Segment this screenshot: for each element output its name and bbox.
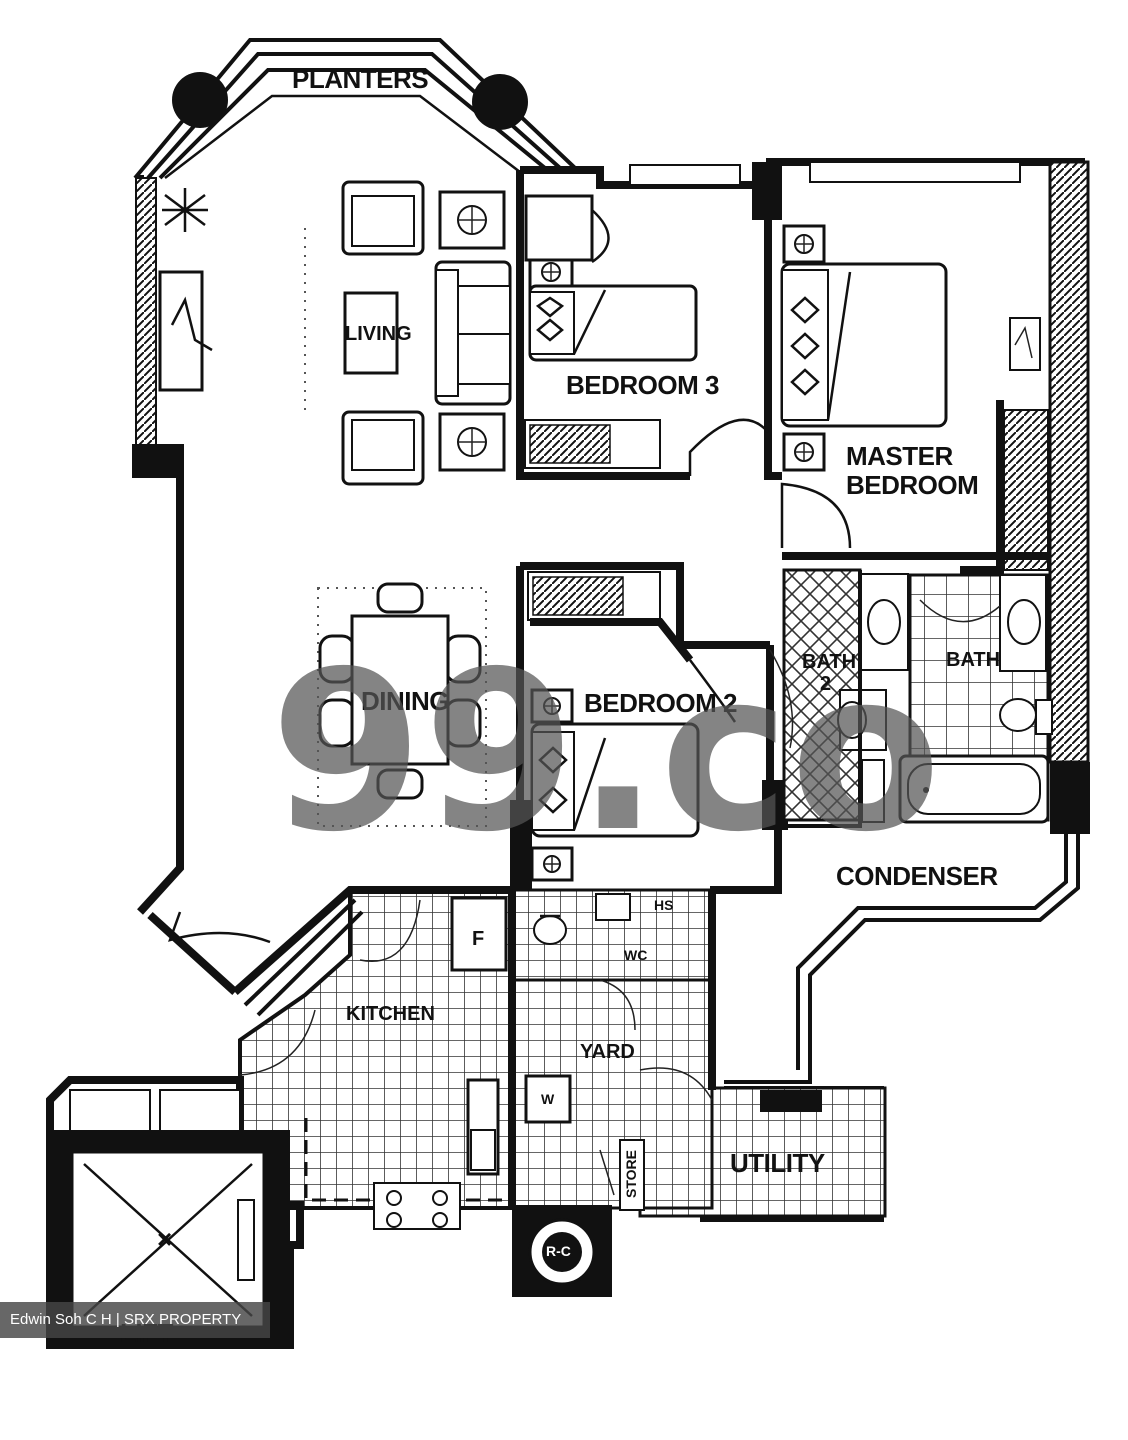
bath-2 bbox=[769, 568, 909, 828]
bedroom-3-walls bbox=[516, 170, 782, 480]
label-wc: WC bbox=[624, 947, 647, 963]
label-bedroom-2: BEDROOM 2 bbox=[584, 688, 737, 718]
label-dining: DINING bbox=[361, 686, 449, 716]
master-bedroom-furniture bbox=[780, 224, 1050, 574]
refuse-chute bbox=[512, 1205, 612, 1297]
label-refuse-chute: R-C bbox=[546, 1243, 571, 1259]
planter-shrub-right bbox=[472, 74, 528, 130]
label-bath-2-line1: BATH bbox=[802, 651, 856, 673]
service-area bbox=[232, 886, 716, 1230]
label-master-bedroom-line1: MASTER bbox=[846, 441, 954, 471]
label-master-bedroom-line2: BEDROOM bbox=[846, 470, 978, 500]
planter-area bbox=[133, 38, 577, 180]
bedroom-2-walls bbox=[510, 562, 788, 894]
label-store: STORE bbox=[623, 1150, 639, 1198]
watermark: 99.co bbox=[270, 624, 941, 880]
label-heater: HS bbox=[654, 897, 673, 913]
dining-set bbox=[318, 582, 482, 800]
tv-console bbox=[158, 270, 204, 392]
master-bath bbox=[898, 573, 1053, 824]
lift-x-mark: × bbox=[157, 1224, 172, 1254]
photo-credit: Edwin Soh C H | SRX PROPERTY bbox=[0, 1302, 270, 1338]
label-fridge: F bbox=[472, 928, 484, 950]
planter-shrub-left bbox=[172, 72, 228, 128]
label-bedroom-3: BEDROOM 3 bbox=[566, 370, 719, 400]
label-bath: BATH bbox=[946, 649, 1000, 671]
label-bath-2-line2: 2 bbox=[820, 673, 831, 695]
label-condenser: CONDENSER bbox=[836, 861, 998, 891]
label-planters: PLANTERS bbox=[292, 64, 428, 94]
label-utility: UTILITY bbox=[730, 1148, 825, 1178]
label-yard: YARD bbox=[580, 1041, 635, 1063]
plant-icon bbox=[162, 188, 208, 232]
master-wardrobe bbox=[1003, 409, 1049, 571]
label-living: LIVING bbox=[345, 323, 412, 345]
label-kitchen: KITCHEN bbox=[346, 1003, 435, 1025]
window-master-bedroom bbox=[809, 161, 1021, 183]
window-bedroom-3 bbox=[629, 164, 741, 186]
living-furniture bbox=[158, 180, 512, 486]
label-washer: W bbox=[541, 1091, 555, 1107]
